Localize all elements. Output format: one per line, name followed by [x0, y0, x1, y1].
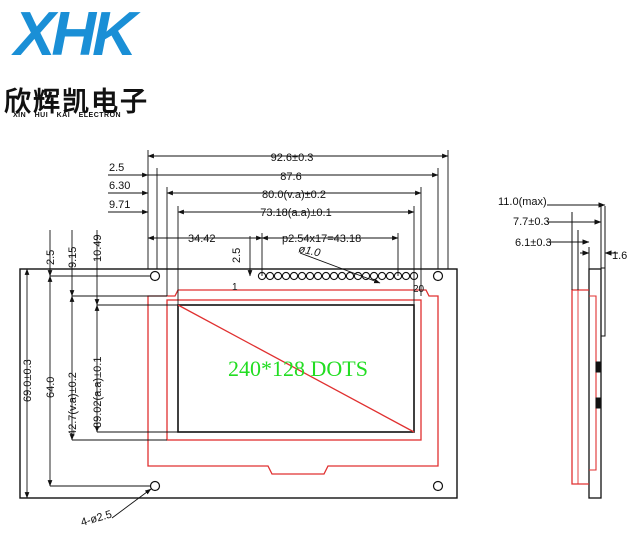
- pin-hole: [289, 271, 299, 281]
- dim-pin-pitch: p2.54x17=43.18: [282, 233, 361, 245]
- dim-pin-hole: ø1.0: [297, 243, 322, 259]
- pcb-outline: [19, 268, 458, 499]
- dim-side-a: 7.7±0.3: [513, 216, 550, 228]
- dim-viewing-area-width: 80.0(v.a)±0.2: [262, 189, 326, 201]
- mount-hole: [432, 480, 444, 492]
- front-view: [19, 268, 458, 499]
- pin-hole: [329, 271, 339, 281]
- dim-mount-holes: 4-ø2.5: [80, 509, 114, 529]
- company-name-chinese: 欣辉凯电子: [4, 87, 149, 118]
- dim-pin-span-outer: 87.6: [280, 171, 301, 183]
- dim-viewing-area-height: 42.7(v.a)±0.2: [67, 372, 79, 436]
- dim-mount-span: 64.0: [45, 377, 57, 398]
- dim-pin-top: 2.5: [231, 248, 243, 263]
- pin-hole: [265, 271, 275, 281]
- vertical-dimensions: [20, 230, 178, 519]
- mount-hole: [432, 270, 444, 282]
- viewing-area-outline: [166, 299, 422, 441]
- pin-hole: [369, 271, 379, 281]
- pin-hole: [321, 271, 331, 281]
- pin-20-label: 20: [413, 284, 425, 295]
- side-component: [595, 397, 602, 409]
- side-pcb: [588, 268, 602, 499]
- dim-side-c: 1.6: [612, 250, 627, 262]
- side-view: [547, 202, 618, 499]
- bezel-outline: [147, 289, 439, 475]
- active-area-outline: [177, 304, 415, 433]
- pin-hole: [337, 271, 347, 281]
- pin-1-label: 1: [232, 282, 238, 293]
- pin-hole: [385, 271, 395, 281]
- dim-active-area-height: 39.02(a.a)±0.1: [92, 357, 104, 428]
- dim-overall-width: 92.6±0.3: [271, 152, 314, 164]
- pin-hole: [313, 271, 323, 281]
- dim-left-offset-2: 6.30: [109, 180, 130, 192]
- logo-letters: XHK: [14, 0, 137, 69]
- mount-hole: [149, 480, 161, 492]
- pin-hole: [377, 271, 387, 281]
- dim-left-offset-1: 2.5: [109, 162, 124, 174]
- side-component: [595, 361, 602, 373]
- pin-header: [257, 271, 419, 281]
- mount-hole: [149, 270, 161, 282]
- pin-hole: [305, 271, 315, 281]
- pin-hole: [401, 271, 411, 281]
- dim-top-offset-2: 9.15: [67, 247, 79, 268]
- dim-max-thickness: 11.0(max): [498, 196, 547, 208]
- display-resolution-label: 240*128 DOTS: [228, 356, 368, 381]
- dim-overall-height: 69.0±0.3: [22, 359, 34, 402]
- dim-top-offset-1: 2.5: [45, 250, 57, 265]
- pin-hole: [281, 271, 291, 281]
- dim-active-area-width: 73.18(a.a)±0.1: [260, 207, 331, 219]
- dim-side-b: 6.1±0.3: [515, 237, 552, 249]
- pin-hole: [297, 271, 307, 281]
- dim-pin-offset: 34.42: [188, 233, 216, 245]
- pin-hole: [273, 271, 283, 281]
- company-name-english: XIN HUI KAI ELECTRON: [13, 112, 122, 119]
- active-area-diagonal: [177, 304, 415, 433]
- dim-left-offset-3: 9.71: [109, 199, 130, 211]
- side-bezel: [571, 289, 589, 485]
- pin-hole: [345, 271, 355, 281]
- dim-top-offset-3: 10.49: [92, 234, 104, 262]
- company-logo: XHK 欣辉凯电子 XIN HUI KAI ELECTRON: [0, 0, 160, 130]
- horizontal-dimensions: [108, 150, 449, 305]
